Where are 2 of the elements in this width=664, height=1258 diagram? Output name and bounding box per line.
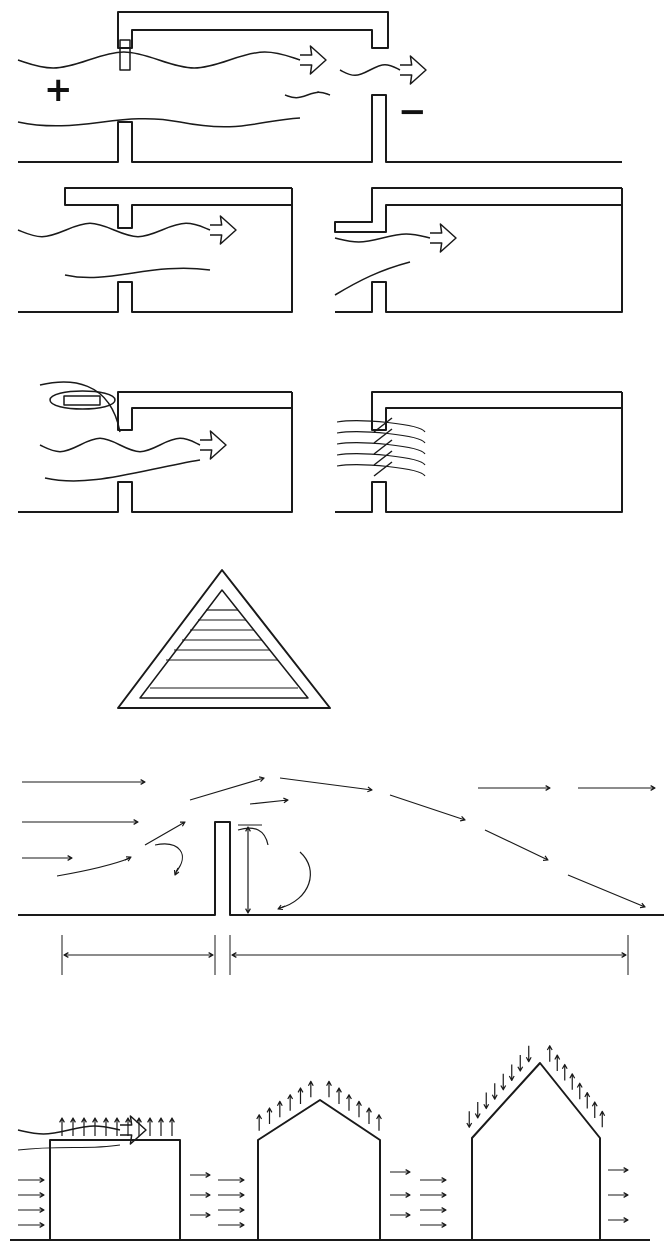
pressure-sign: + — [44, 72, 73, 106]
pressure-sign: − — [398, 94, 427, 128]
